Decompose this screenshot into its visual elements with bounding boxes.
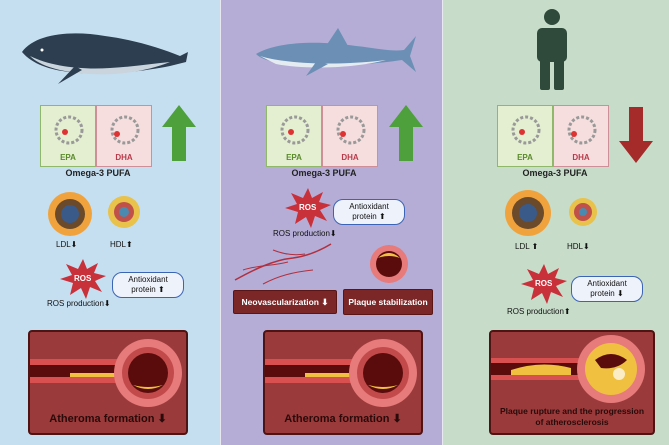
arrow-down-icon <box>619 107 653 163</box>
plaque-rupture-label: Plaque rupture and the progression of at… <box>499 406 645 427</box>
ros-label: ROS <box>74 274 92 283</box>
shark-panel: EPA DHA Omega-3 PUFA ROS Antioxidant pro… <box>221 0 443 445</box>
plaque-rupture-artery-box: Plaque rupture and the progression of at… <box>489 330 655 435</box>
molecule-structure-icon <box>54 115 84 145</box>
omega-3-label: Omega-3 PUFA <box>65 168 131 178</box>
omega-3-label: Omega-3 PUFA <box>522 168 588 178</box>
molecule-structure-icon <box>110 115 140 145</box>
epa-molecule: EPA <box>266 105 322 167</box>
atheroma-artery-box: Atheroma formation ⬇ <box>263 330 423 435</box>
ros-label: ROS <box>299 203 317 212</box>
hdl-particle-icon <box>569 198 597 226</box>
omega-3-label: Omega-3 PUFA <box>291 168 357 178</box>
human-panel: EPA DHA Omega-3 PUFA LDL ⬆ HDL⬇ ROS Anti… <box>443 0 669 445</box>
molecule-structure-icon <box>511 115 541 145</box>
antioxidant-protein-bubble: Antioxidant protein ⬇ <box>571 276 643 302</box>
antioxidant-protein-bubble: Antioxidant protein ⬆ <box>112 272 184 298</box>
ruptured-artery-icon <box>491 335 645 403</box>
dha-label: DHA <box>572 153 590 162</box>
dha-label: DHA <box>341 153 359 162</box>
ros-production-label: ROS production⬆ <box>507 307 571 316</box>
ldl-particle-icon <box>505 190 551 236</box>
arrow-up-icon <box>162 105 196 161</box>
artery-icon <box>30 339 182 407</box>
epa-label: EPA <box>286 153 302 162</box>
ros-star-icon <box>60 259 106 299</box>
ldl-label: LDL ⬆ <box>515 242 539 251</box>
ros-production-label: ROS production⬇ <box>47 299 111 308</box>
human-icon <box>537 9 567 90</box>
epa-molecule: EPA <box>40 105 96 167</box>
molecule-structure-icon <box>336 115 366 145</box>
hdl-label: HDL⬇ <box>567 242 590 251</box>
dha-label: DHA <box>115 153 133 162</box>
shark-icon <box>256 28 416 76</box>
arrow-up-icon <box>389 105 423 161</box>
whale-panel: EPA DHA Omega-3 PUFA LDL⬇ HDL⬆ ROS Antio… <box>0 0 221 445</box>
atheroma-formation-label: Atheroma formation ⬇ <box>284 413 402 425</box>
epa-molecule: EPA <box>497 105 553 167</box>
dha-molecule: DHA <box>96 105 152 167</box>
plaque-cross-section-icon <box>370 245 408 283</box>
molecule-structure-icon <box>280 115 310 145</box>
ldl-label: LDL⬇ <box>56 240 78 249</box>
ros-label: ROS <box>535 279 553 288</box>
dha-molecule: DHA <box>553 105 609 167</box>
ros-star-icon <box>285 188 331 228</box>
atheroma-formation-label: Atheroma formation ⬇ <box>49 413 167 425</box>
ros-production-label: ROS production⬇ <box>273 229 337 238</box>
hdl-particle-icon <box>108 196 140 228</box>
epa-label: EPA <box>60 153 76 162</box>
hdl-label: HDL⬆ <box>110 240 133 249</box>
ldl-particle-icon <box>48 192 92 236</box>
atheroma-artery-box: Atheroma formation ⬇ <box>28 330 188 435</box>
molecule-structure-icon <box>567 115 597 145</box>
artery-icon <box>265 339 417 407</box>
ros-star-icon <box>521 264 567 304</box>
dha-molecule: DHA <box>322 105 378 167</box>
blood-vessel-icon <box>234 243 332 285</box>
whale-icon <box>22 33 188 84</box>
neovascularization-box: Neovascularization ⬇ <box>233 290 337 314</box>
epa-label: EPA <box>517 153 533 162</box>
plaque-stabilization-box: Plaque stabilization <box>343 289 433 315</box>
antioxidant-protein-bubble: Antioxidant protein ⬆ <box>333 199 405 225</box>
